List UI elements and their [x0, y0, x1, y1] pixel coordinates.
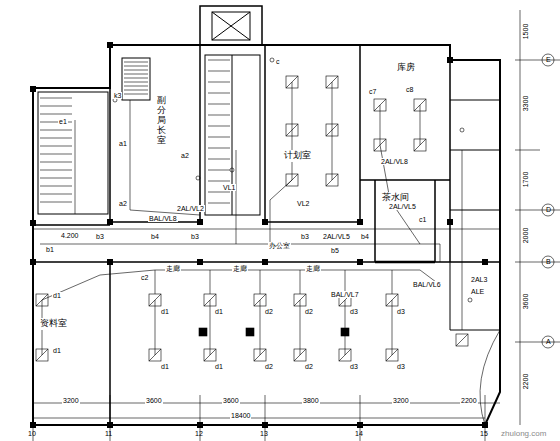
plan-label: b3	[300, 233, 310, 240]
axis-label: 13	[259, 430, 269, 437]
plan-label: 3200	[62, 397, 80, 404]
plan-label: 走廊	[232, 265, 248, 272]
room-name: 计划室	[284, 151, 311, 161]
dimension-lines	[33, 10, 560, 441]
dimension: 1500	[522, 23, 529, 41]
plan-label: BAL/VL7	[330, 291, 360, 298]
axis-label: E	[545, 56, 552, 63]
room-label: 资料室	[38, 318, 69, 330]
room-label: 计划室	[282, 150, 313, 162]
plan-label: c7	[368, 88, 377, 95]
plan-label: d2	[264, 363, 274, 370]
room-name: 副分局长室	[157, 96, 166, 145]
plan-label: d3	[349, 308, 359, 315]
room-name: 库房	[397, 63, 415, 73]
plan-label: 2AL/VL8	[380, 158, 409, 165]
plan-label: 2AL/VL2	[176, 205, 205, 212]
plan-label: d1	[160, 363, 170, 370]
plan-label: 2AL/VL5	[322, 233, 351, 240]
room-label: 副分局长室	[155, 95, 168, 146]
room-name: 茶水间	[382, 193, 409, 203]
fixtures-and-wiring	[36, 58, 472, 361]
plan-label: 走廊	[165, 265, 181, 272]
plan-label: k3	[113, 92, 122, 99]
plan-label: c1	[418, 216, 427, 223]
plan-label: ALE	[470, 288, 485, 295]
walls	[30, 6, 500, 428]
plan-label: c	[275, 58, 281, 65]
axis-label: 12	[194, 430, 204, 437]
plan-label: d2	[304, 363, 314, 370]
plan-label: VL1	[222, 184, 236, 191]
plan-label: 2200	[460, 397, 478, 404]
plan-label: e1	[58, 118, 68, 125]
plan-label: b4	[360, 233, 370, 240]
axis-label: D	[545, 206, 552, 213]
axis-label: 11	[104, 430, 113, 437]
watermark: zhulong.com	[500, 430, 547, 438]
plan-label: d1	[214, 363, 224, 370]
axis-label: 14	[354, 430, 364, 437]
plan-label: d1	[52, 347, 62, 354]
plan-label: 3600	[145, 397, 163, 404]
plan-label: d1	[160, 308, 170, 315]
dimension: 2200	[522, 373, 529, 391]
plan-label: a1	[118, 140, 128, 147]
plan-label: a2	[118, 200, 128, 207]
plan-label: c8	[405, 86, 414, 93]
plan-label: 走廊	[305, 265, 321, 272]
plan-label: d3	[396, 308, 406, 315]
room-label: 库房	[395, 62, 417, 74]
plan-label: d1	[214, 308, 224, 315]
dimension: 2000	[522, 227, 529, 245]
plan-label: BAL/VL6	[412, 281, 442, 288]
dimension: 3600	[522, 293, 529, 311]
plan-label: d2	[264, 308, 274, 315]
plan-label: 4.200	[60, 232, 80, 239]
plan-label: 3800	[302, 397, 320, 404]
axis-label: B	[545, 258, 552, 265]
plan-label: b1	[45, 246, 55, 253]
dimension: 1700	[522, 171, 529, 189]
axis-label: A	[545, 338, 552, 345]
plan-label: d1	[52, 292, 62, 299]
plan-label: 3600	[222, 397, 240, 404]
axis-label: 10	[27, 430, 37, 437]
plan-label: b5	[330, 247, 340, 254]
axis-label: 15	[479, 430, 489, 437]
plan-label: d3	[349, 363, 359, 370]
plan-label: 2AL/VL5	[388, 203, 417, 210]
plan-label: BAL/VL8	[148, 215, 178, 222]
plan-label: VL2	[296, 200, 310, 207]
plan-label: b4	[150, 233, 160, 240]
plan-label: b3	[190, 233, 200, 240]
plan-label: a2	[180, 152, 190, 159]
plan-label: d2	[304, 308, 314, 315]
plan-label: d3	[396, 363, 406, 370]
plan-label: 办公室	[268, 242, 291, 249]
plan-label: b3	[95, 233, 105, 240]
plan-label: 18400	[230, 412, 251, 419]
plan-label: 3200	[392, 397, 410, 404]
plan-label: 2AL3	[470, 276, 488, 283]
room-name: 资料室	[40, 319, 67, 329]
plan-label: c2	[140, 274, 149, 281]
dimension: 3300	[522, 95, 529, 113]
